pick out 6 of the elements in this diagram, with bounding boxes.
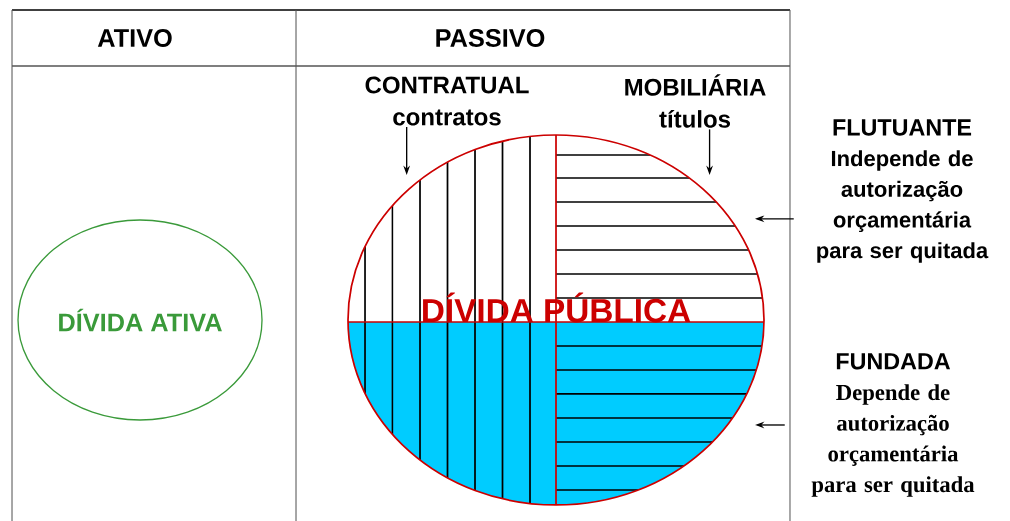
category-label: CONTRATUAL contratos [365,76,529,126]
table-header-cell: PASSIVO [436,29,545,47]
description-text: FLUTUANTE Independe de autorização orçamentária para ser quitada [817,119,989,263]
table-header-cell: ATIVO [97,29,172,47]
category-label: MOBILIÁRIA títulos [625,74,766,128]
description-text: FUNDADA Depende de autorização orçamentária para ser quitada [811,353,975,497]
